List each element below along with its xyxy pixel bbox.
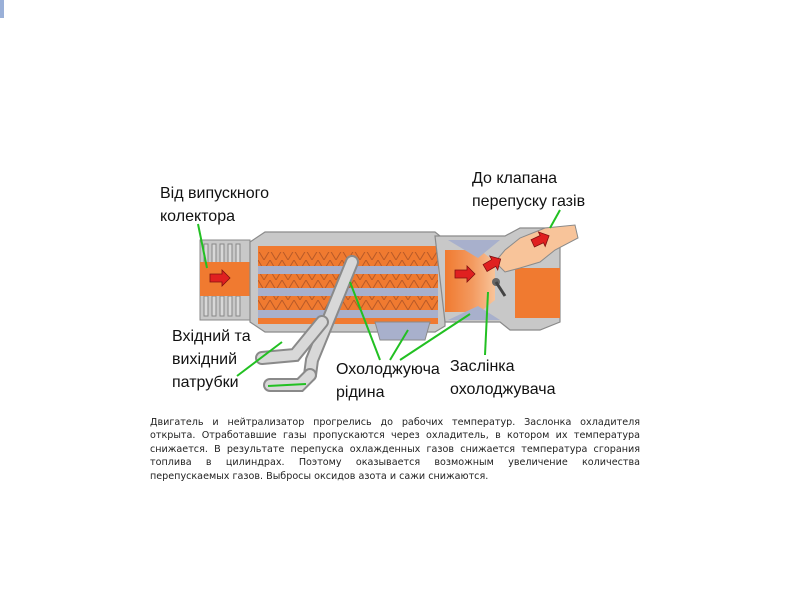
label-coolant-line1: Охолоджуюча bbox=[336, 361, 440, 378]
arrow-center bbox=[454, 265, 476, 283]
label-outlet-line2: перепуску газів bbox=[472, 193, 586, 210]
leader-coolant-1 bbox=[349, 281, 381, 361]
label-inlet: Від випускного колектора bbox=[160, 182, 269, 228]
label-inlet-line1: Від випускного bbox=[160, 185, 270, 202]
leader-outlet bbox=[549, 209, 561, 229]
label-pipes: Вхідний та вихідний патрубки bbox=[172, 325, 251, 394]
leader-pipes-2 bbox=[267, 383, 307, 387]
leader-coolant-3 bbox=[399, 313, 471, 361]
label-outlet-line1: До клапана bbox=[472, 170, 558, 187]
label-coolant-line2: рідина bbox=[336, 384, 385, 401]
label-coolant: Охолоджуюча рідина bbox=[336, 358, 440, 404]
label-pipes-line2: вихідний bbox=[172, 351, 238, 368]
label-pipes-line1: Вхідний та bbox=[172, 328, 251, 345]
label-outlet: До клапана перепуску газів bbox=[472, 167, 585, 213]
window-corner-accent bbox=[0, 0, 4, 18]
leader-flap bbox=[484, 291, 489, 356]
arrow-bypass-1 bbox=[482, 255, 502, 273]
label-inlet-line2: колектора bbox=[160, 208, 235, 225]
caption-text: Двигатель и нейтрализатор прогрелись до … bbox=[150, 417, 640, 482]
label-flap: Заслінка охолоджувача bbox=[450, 355, 555, 401]
arrow-inlet bbox=[209, 269, 231, 287]
label-pipes-line3: патрубки bbox=[172, 374, 239, 391]
leader-inlet bbox=[197, 223, 208, 269]
label-flap-line2: охолоджувача bbox=[450, 381, 556, 398]
flow-arrows bbox=[209, 231, 550, 287]
label-flap-line1: Заслінка bbox=[450, 358, 515, 375]
leader-lines bbox=[197, 209, 561, 387]
leader-coolant-2 bbox=[389, 329, 409, 361]
arrow-bypass-2 bbox=[530, 231, 550, 248]
leader-pipes-1 bbox=[236, 341, 283, 377]
